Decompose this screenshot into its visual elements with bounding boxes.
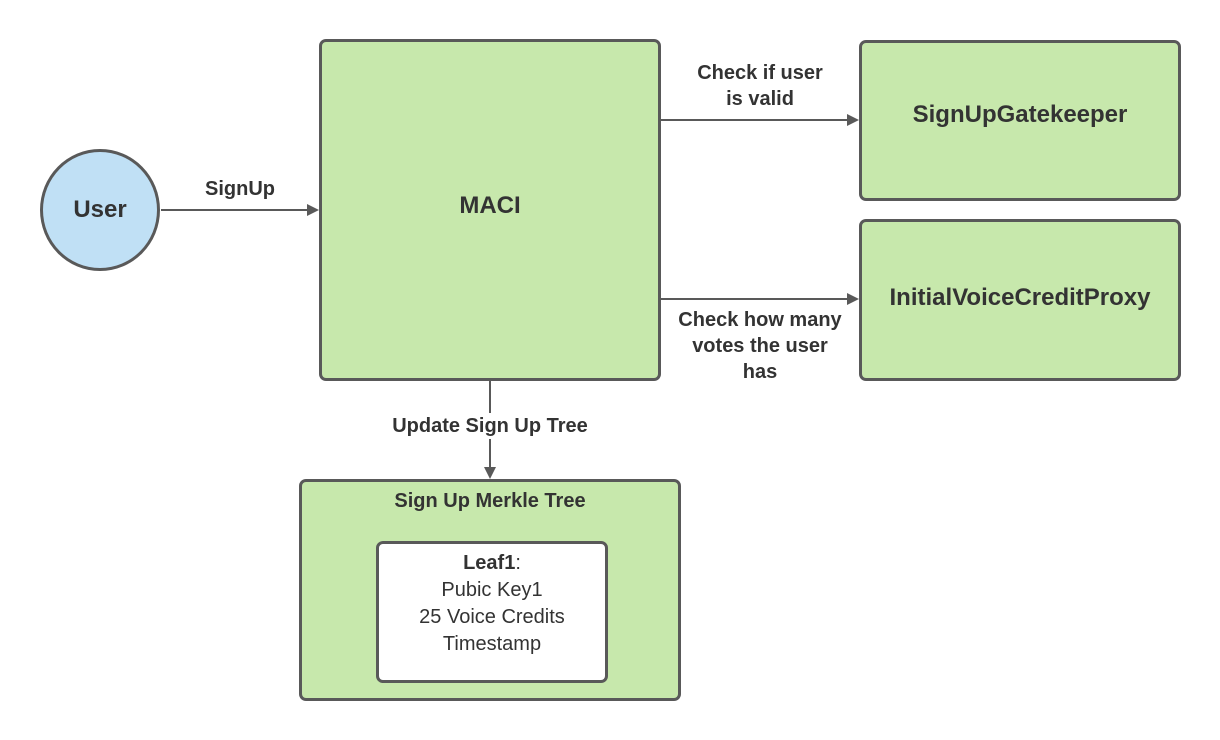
- gatekeeper-label: SignUpGatekeeper: [912, 101, 1128, 128]
- credit-proxy-node: InitialVoiceCreditProxy: [859, 219, 1181, 381]
- gatekeeper-node: SignUpGatekeeper: [859, 40, 1181, 201]
- signup-edge-text: SignUp: [205, 178, 275, 200]
- update-tree-edge-text: Update Sign Up Tree: [392, 415, 588, 437]
- merkle-tree-title: Sign Up Merkle Tree: [394, 490, 586, 512]
- leaf-public-key: Pubic Key1: [441, 579, 543, 601]
- leaf-card: Leaf1: Pubic Key1 25 Voice Credits Times…: [376, 541, 608, 683]
- merkle-tree-node: Sign Up Merkle Tree Leaf1: Pubic Key1 25…: [299, 479, 681, 701]
- leaf-title-colon: :: [515, 552, 521, 574]
- leaf-voice-credits: 25 Voice Credits: [419, 606, 565, 628]
- update-tree-edge-label: Update Sign Up Tree: [370, 413, 610, 439]
- signup-edge-label: SignUp: [185, 176, 295, 202]
- leaf-timestamp: Timestamp: [442, 633, 542, 655]
- check-votes-line-3: has: [742, 361, 778, 383]
- check-votes-line-1: Check how many: [678, 309, 842, 331]
- check-valid-line-2: is valid: [726, 88, 794, 110]
- credit-proxy-label: InitialVoiceCreditProxy: [889, 284, 1151, 311]
- leaf-title: Leaf1: [463, 552, 516, 574]
- check-valid-line-1: Check if user: [697, 62, 823, 84]
- check-valid-edge-label: Check if user is valid: [670, 60, 850, 112]
- check-votes-edge-label: Check how many votes the user has: [660, 307, 860, 385]
- maci-node: MACI: [319, 39, 661, 381]
- user-node: User: [40, 149, 160, 271]
- maci-label: MACI: [459, 192, 521, 219]
- user-label: User: [73, 196, 127, 223]
- check-votes-line-2: votes the user: [692, 335, 828, 357]
